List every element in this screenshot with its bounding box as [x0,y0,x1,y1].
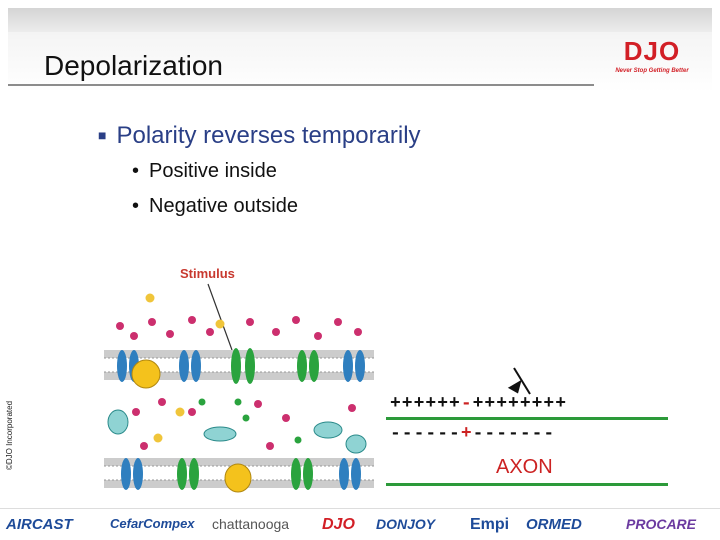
copyright-text: ©DJO Incorporated [5,400,14,470]
charge-positive-local: + [460,424,473,444]
sub-bullet-negative: • Negative outside [132,195,298,218]
bullet-polarity-text: Polarity reverses temporarily [116,122,421,149]
stimulus-arrow-shaft [513,367,531,395]
stimulus-arrow-icon [507,379,522,394]
bullet-polarity: ■ Polarity reverses temporarily [98,122,421,150]
slide-title: Depolarization [44,50,223,81]
axon-diagram [386,367,668,486]
charge-negative-right: ------- [472,424,556,444]
logo-text: DJO [623,36,681,66]
charge-negative-left: ------ [390,424,461,444]
logo-tagline: Never Stop Getting Better [615,68,689,74]
membrane-diagram: Stimulus [100,262,382,500]
brand-donjoy: DONJOY [376,516,436,532]
axon-membrane-bottom [386,483,668,486]
stimulus-needle [207,283,233,351]
axon-label: AXON [496,456,553,478]
brand-chattanooga: chattanooga [212,516,290,532]
charge-negative-local: - [460,394,473,414]
calcium-ions [145,293,225,443]
sub-bullet-positive: • Positive inside [132,160,277,183]
stimulus-label: Stimulus [180,266,235,281]
charge-positive-left: ++++++ [390,394,461,414]
brand-ormed: ORMED [526,516,582,533]
axon-membrane-top [386,417,668,420]
dot-bullet-icon: • [132,160,140,182]
sub-bullet-positive-text: Positive inside [149,160,277,182]
mitochondria [107,409,367,454]
title-area [8,32,712,92]
axon-panel: ++++++-++++++++ ------+------- AXON [382,360,682,500]
title-rule [8,84,594,86]
header-band [8,8,712,32]
brand-procare: PROCARE [626,516,697,532]
footer-brand-strip: AIRCAST CefarCompex chattanooga DJO DONJ… [0,508,720,540]
dot-bullet-icon: • [132,195,140,217]
brand-djo: DJO [322,516,355,533]
sub-bullet-negative-text: Negative outside [149,195,298,217]
square-bullet-icon: ■ [98,127,107,143]
brand-empi: Empi [470,516,510,533]
sodium-ions [198,398,302,444]
charge-row-outside: ++++++-++++++++ [390,394,567,414]
ions [116,316,362,450]
brand-aircast: AIRCAST [6,516,73,533]
brand-cefarcompex: CefarCompex [110,516,195,531]
channel-proteins-lower [121,458,361,493]
charge-positive-right: ++++++++ [472,394,568,414]
channel-proteins-upper [117,348,365,389]
charge-row-inside: ------+------- [390,424,555,444]
djo-logo: DJO Never Stop Getting Better [600,36,704,82]
